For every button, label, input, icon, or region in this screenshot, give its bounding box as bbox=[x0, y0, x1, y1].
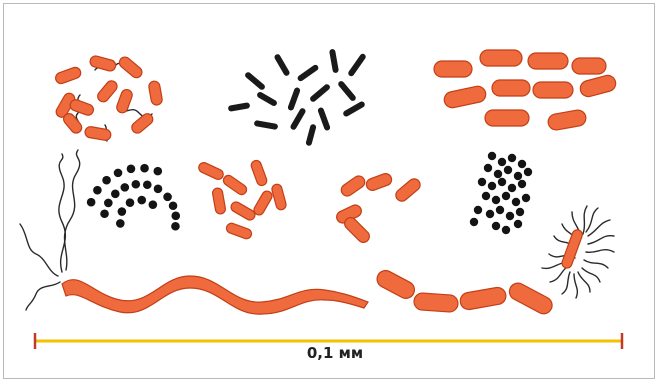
coccus bbox=[502, 226, 510, 234]
coccus bbox=[518, 160, 526, 168]
coccus bbox=[474, 206, 482, 214]
coccus bbox=[506, 212, 514, 220]
coccus bbox=[470, 218, 478, 226]
coccus bbox=[104, 199, 113, 208]
coccus bbox=[100, 209, 109, 218]
coccus bbox=[508, 184, 516, 192]
scattered-rods-group bbox=[197, 159, 287, 240]
coccus bbox=[524, 168, 532, 176]
coccus bbox=[171, 222, 180, 231]
scale-bar-label: 0,1 мм bbox=[290, 344, 380, 362]
coccus bbox=[93, 186, 102, 195]
clustered-rods-group bbox=[54, 55, 163, 141]
coccus bbox=[522, 194, 530, 202]
coccus bbox=[126, 198, 135, 207]
short-rods-group bbox=[335, 172, 423, 245]
coccus bbox=[137, 196, 146, 205]
coccus bbox=[498, 158, 506, 166]
spirillum-body bbox=[62, 276, 368, 314]
coccus bbox=[484, 164, 492, 172]
coccus bbox=[169, 201, 178, 210]
coccus bbox=[478, 178, 486, 186]
coccus bbox=[127, 164, 136, 173]
coccus bbox=[504, 166, 512, 174]
coccus bbox=[508, 154, 516, 162]
coccus-cluster-group bbox=[470, 152, 532, 234]
coccus bbox=[163, 193, 172, 202]
coccus bbox=[153, 167, 162, 176]
coccus bbox=[502, 192, 510, 200]
coccus bbox=[118, 207, 127, 216]
coccus bbox=[120, 183, 129, 192]
coccus bbox=[171, 212, 180, 221]
coccus bbox=[140, 164, 149, 173]
chained-rods-group bbox=[374, 268, 555, 317]
coccus bbox=[516, 208, 524, 216]
coccus bbox=[496, 206, 504, 214]
flagellated-rod-group bbox=[542, 206, 614, 298]
coccus-chains-group bbox=[87, 164, 180, 231]
coccus bbox=[488, 152, 496, 160]
coccus bbox=[482, 192, 490, 200]
coccus bbox=[514, 172, 522, 180]
coccus bbox=[154, 185, 163, 194]
coccus bbox=[512, 198, 520, 206]
coccus bbox=[488, 182, 496, 190]
coccus bbox=[87, 198, 96, 207]
red-rod-rows-group bbox=[434, 50, 617, 131]
coccus bbox=[111, 190, 120, 199]
coccus bbox=[116, 219, 125, 228]
coccus bbox=[486, 210, 494, 218]
coccus bbox=[102, 176, 111, 185]
coccus bbox=[492, 222, 500, 230]
coccus bbox=[143, 180, 152, 189]
coccus bbox=[494, 170, 502, 178]
coccus bbox=[149, 200, 158, 209]
coccus bbox=[114, 169, 123, 178]
coccus bbox=[498, 178, 506, 186]
black-rods-group bbox=[228, 49, 367, 147]
spirillum-group bbox=[20, 150, 368, 314]
coccus bbox=[518, 180, 526, 188]
coccus bbox=[492, 196, 500, 204]
coccus bbox=[132, 180, 141, 189]
coccus bbox=[514, 220, 522, 228]
